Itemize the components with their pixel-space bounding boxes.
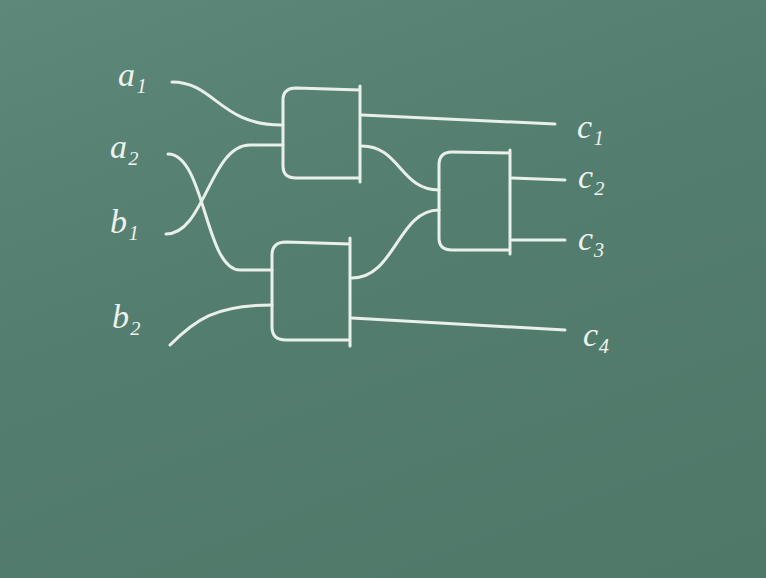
wire xyxy=(172,82,283,125)
comparator-box xyxy=(283,86,360,182)
input-label: a₁ xyxy=(118,58,147,92)
input-label: a₂ xyxy=(110,130,139,164)
wire xyxy=(352,210,439,278)
comparator-box xyxy=(272,238,350,346)
wire xyxy=(166,145,283,234)
wire xyxy=(362,115,555,124)
output-label: c₄ xyxy=(583,318,610,352)
wire xyxy=(352,318,565,330)
output-label: c₁ xyxy=(577,110,604,144)
output-label: c₂ xyxy=(578,160,605,194)
wire xyxy=(362,146,439,190)
comparator-box xyxy=(439,150,510,254)
wire xyxy=(170,305,272,345)
input-label: b₂ xyxy=(112,300,141,334)
wire xyxy=(512,178,565,180)
input-label: b₁ xyxy=(110,205,139,239)
wire xyxy=(168,154,272,270)
wire xyxy=(512,239,565,242)
output-label: c₃ xyxy=(578,222,605,256)
